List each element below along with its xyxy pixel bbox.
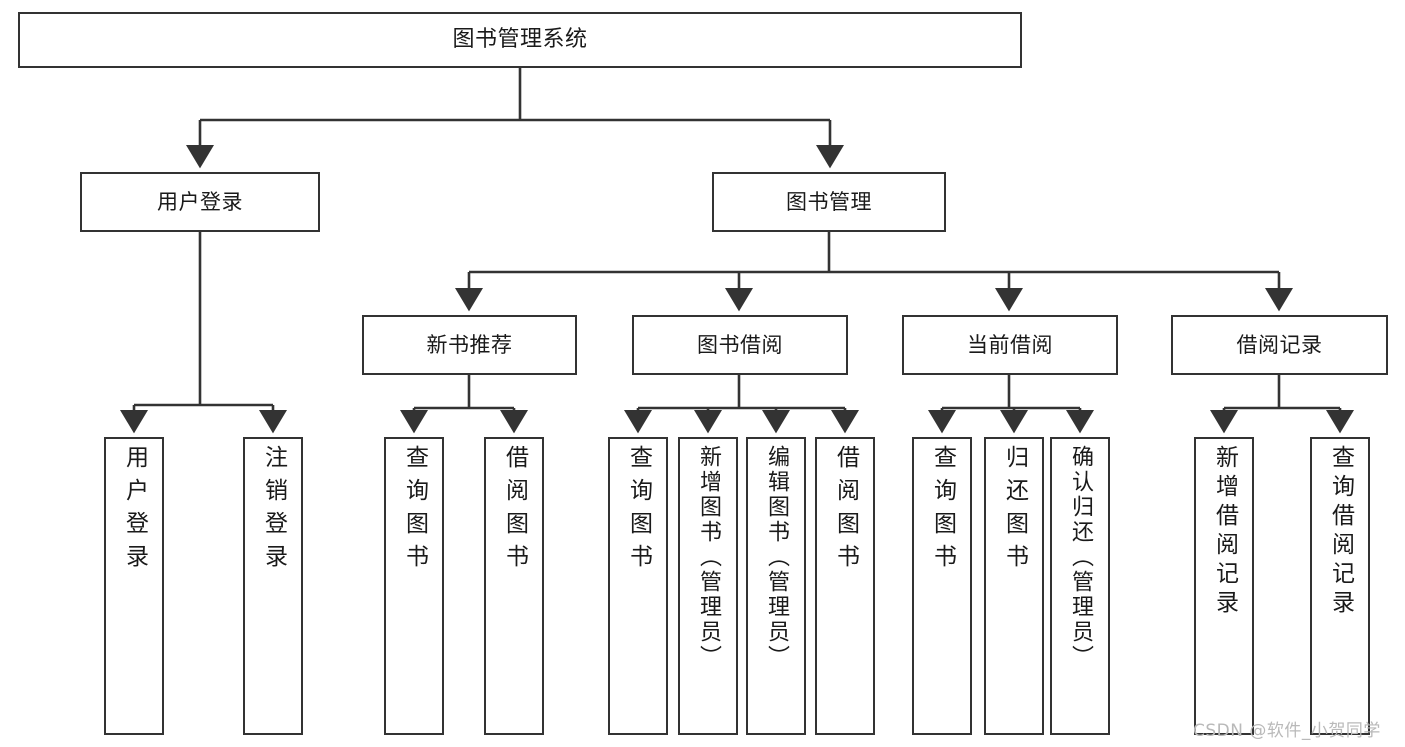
node-borrow-record[interactable]: 借阅记录 [1171,315,1388,375]
node-label: 新增图书（管理员） [696,445,721,670]
node-label: 图书管理 [786,189,872,214]
leaf-borrow-books-recommend[interactable]: 借阅图书 [484,437,544,735]
leaf-add-borrow-record[interactable]: 新增借阅记录 [1194,437,1254,735]
node-label: 用户登录 [157,189,243,214]
leaf-query-books-recommend[interactable]: 查询图书 [384,437,444,735]
node-user-login[interactable]: 用户登录 [80,172,320,232]
node-label: 查询图书 [929,445,956,577]
leaf-query-borrow-record[interactable]: 查询借阅记录 [1310,437,1370,735]
node-label: 当前借阅 [967,332,1053,357]
node-label: 查询图书 [401,445,428,577]
node-label: 注销登录 [260,445,287,577]
leaf-query-books-current[interactable]: 查询图书 [912,437,972,735]
node-label: 图书借阅 [697,332,783,357]
node-label: 借阅记录 [1236,332,1323,357]
leaf-logout[interactable]: 注销登录 [243,437,303,735]
node-label: 用户登录 [121,445,148,577]
csdn-watermark: CSDN @软件_小贺同学 [1193,721,1381,741]
node-label: 图书管理系统 [452,27,588,53]
leaf-confirm-return-admin[interactable]: 确认归还（管理员） [1050,437,1110,735]
node-label: 查询借阅记录 [1327,445,1354,619]
leaf-add-book-admin[interactable]: 新增图书（管理员） [678,437,738,735]
node-label: 编辑图书（管理员） [764,445,789,670]
node-root-system[interactable]: 图书管理系统 [18,12,1022,68]
node-label: 确认归还（管理员） [1068,445,1093,670]
leaf-query-books-borrow[interactable]: 查询图书 [608,437,668,735]
node-new-book-recommend[interactable]: 新书推荐 [362,315,577,375]
leaf-borrow-books[interactable]: 借阅图书 [815,437,875,735]
node-label: 新增借阅记录 [1211,445,1238,619]
leaf-edit-book-admin[interactable]: 编辑图书（管理员） [746,437,806,735]
node-label: 借阅图书 [832,445,859,577]
leaf-user-login[interactable]: 用户登录 [104,437,164,735]
node-label: 归还图书 [1001,445,1028,577]
node-label: 新书推荐 [426,332,513,357]
node-book-borrow[interactable]: 图书借阅 [632,315,848,375]
node-label: 查询图书 [625,445,652,577]
node-current-borrow[interactable]: 当前借阅 [902,315,1118,375]
leaf-return-books[interactable]: 归还图书 [984,437,1044,735]
node-label: 借阅图书 [501,445,528,577]
node-book-management[interactable]: 图书管理 [712,172,946,232]
